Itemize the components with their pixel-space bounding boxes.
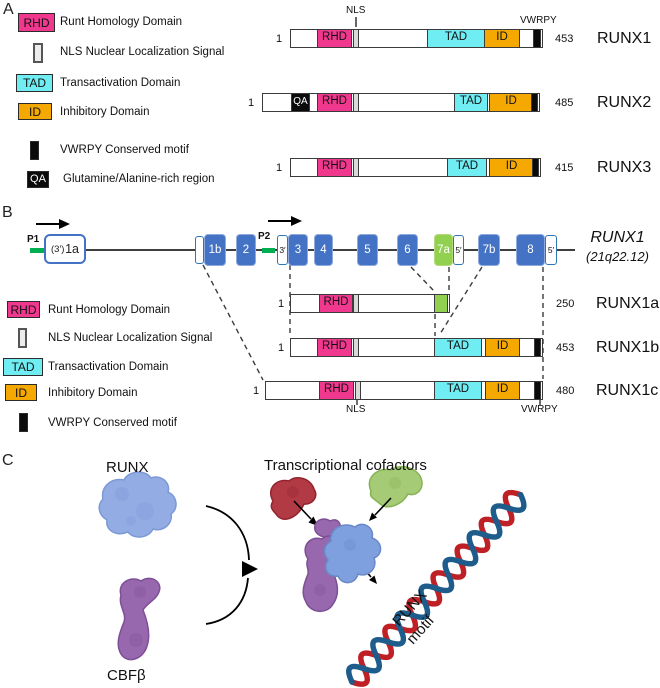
arrowhead-icon bbox=[369, 512, 377, 521]
p2-transcription-arrow-icon bbox=[268, 216, 302, 226]
cbfb-protein-blob bbox=[117, 577, 161, 661]
cofactor-red-blob bbox=[269, 477, 317, 520]
splice-dashed-lines bbox=[202, 264, 544, 381]
runx-cbfb-complex-blob bbox=[302, 518, 382, 612]
p1-transcription-arrow-icon bbox=[36, 219, 70, 229]
cofactor-green-blob bbox=[368, 466, 423, 508]
runx-protein-blob bbox=[98, 471, 177, 538]
converge-arrowhead-icon bbox=[242, 561, 258, 577]
arrowhead-icon bbox=[369, 575, 377, 584]
dna-helix bbox=[346, 489, 527, 687]
assembly-converge-arrows-icon bbox=[205, 505, 250, 625]
